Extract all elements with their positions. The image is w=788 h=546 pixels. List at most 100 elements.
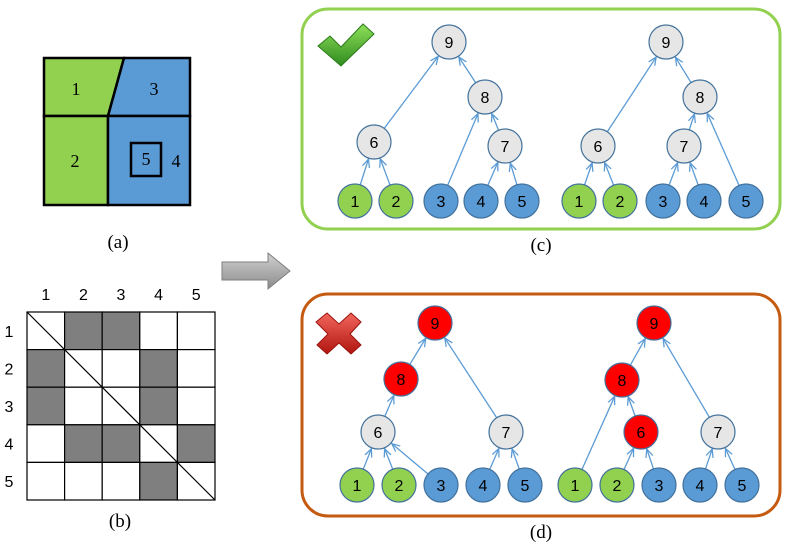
tree-edge [675, 57, 692, 83]
matrix-cell [63, 461, 103, 501]
tree-edge [512, 449, 520, 470]
region-5-label: 5 [142, 149, 151, 169]
panel-d-frame [300, 292, 782, 518]
tree-edge [623, 448, 634, 470]
check-icon [317, 23, 375, 67]
tree-node-label: 1 [575, 194, 584, 211]
tree-node-label: 7 [714, 425, 723, 442]
matrix-cell [63, 311, 103, 351]
tree-edge [583, 163, 593, 186]
matrix-cell [63, 386, 103, 426]
matrix-cell [26, 386, 66, 426]
matrix-cell [63, 424, 103, 463]
matrix-cell [176, 386, 216, 426]
tree-node [580, 128, 616, 164]
panel-d-caption: (d) [530, 522, 552, 543]
tree-node [641, 467, 677, 503]
matrix-cell [139, 311, 179, 351]
matrix-diagonal [26, 311, 216, 501]
tree-node [339, 467, 375, 503]
tree-node-label: 5 [742, 194, 751, 211]
tree-node [728, 183, 764, 219]
tree-node [417, 305, 453, 341]
matrix-cell [26, 461, 66, 501]
tree-edge [668, 163, 678, 186]
tree-node [423, 467, 459, 503]
region-3-label: 3 [150, 79, 159, 99]
panel-a-region-map: 1 3 2 5 4 (a) [42, 56, 192, 253]
tree-edges [362, 338, 520, 475]
tree-node-label: 4 [696, 478, 705, 495]
tree-edge [489, 449, 499, 470]
tree-node-label: 8 [618, 373, 627, 390]
tree-node [507, 467, 543, 503]
tree-node-label: 6 [370, 135, 379, 152]
tree-node-label: 4 [700, 194, 709, 211]
matrix-col-label: 3 [117, 287, 126, 304]
tree-node [666, 128, 702, 164]
tree-edges [583, 57, 740, 186]
tree-node-label: 1 [353, 478, 362, 495]
matrix-cell [101, 424, 141, 463]
tree-node [463, 183, 499, 219]
tree-node-label: 6 [637, 425, 646, 442]
tree-node-label: 2 [616, 194, 625, 211]
matrix-col-label: 1 [41, 287, 50, 304]
tree-edge [606, 57, 656, 133]
tree-edge [383, 56, 438, 129]
tree-node [557, 467, 593, 503]
tree-edge [663, 339, 710, 418]
tree-node-label: 5 [518, 194, 527, 211]
tree-node [337, 183, 373, 219]
tree-edge [605, 163, 615, 186]
tree-node [561, 183, 597, 219]
tree-node [465, 467, 501, 503]
matrix-cell [176, 424, 216, 463]
tree-node-label: 9 [431, 316, 440, 333]
tree-node-label: 8 [397, 372, 406, 389]
tree-node [682, 467, 718, 503]
cross-icon [315, 312, 362, 355]
tree-node-label: 3 [655, 478, 664, 495]
panel-c-caption: (c) [530, 235, 551, 256]
tree-node-label: 3 [437, 478, 446, 495]
tree-edge [392, 444, 429, 475]
tree-node-label: 5 [738, 478, 747, 495]
tree-edges [581, 339, 736, 470]
tree-node-label: 2 [613, 478, 622, 495]
matrix-col-label: 5 [192, 287, 201, 304]
tree-edge [380, 159, 391, 186]
region-5 [129, 141, 163, 178]
matrix-cell [139, 386, 179, 426]
tree-node [487, 128, 523, 164]
tree-edge [385, 449, 394, 470]
tree-node [504, 183, 540, 219]
tree-edge [690, 163, 699, 186]
tree-edge [445, 338, 498, 419]
region-2 [42, 114, 110, 207]
panel-a-caption: (a) [107, 232, 128, 253]
tree-edge [384, 396, 394, 417]
matrix-row-label: 5 [5, 474, 14, 491]
region-2-label: 2 [71, 151, 80, 171]
tree-edge [628, 397, 636, 417]
tree-edge [581, 396, 615, 470]
tree-edges [359, 56, 518, 186]
tree-node-label: 9 [445, 35, 454, 52]
tree-node-label: 2 [395, 478, 404, 495]
tree-node [381, 467, 417, 503]
tree-node [724, 467, 760, 503]
tree-node [686, 183, 722, 219]
tree-edge [725, 448, 736, 470]
tree-node-label: 7 [680, 139, 689, 156]
tree-node [599, 467, 635, 503]
region-1-label: 1 [72, 79, 81, 99]
matrix-cell [139, 349, 179, 388]
